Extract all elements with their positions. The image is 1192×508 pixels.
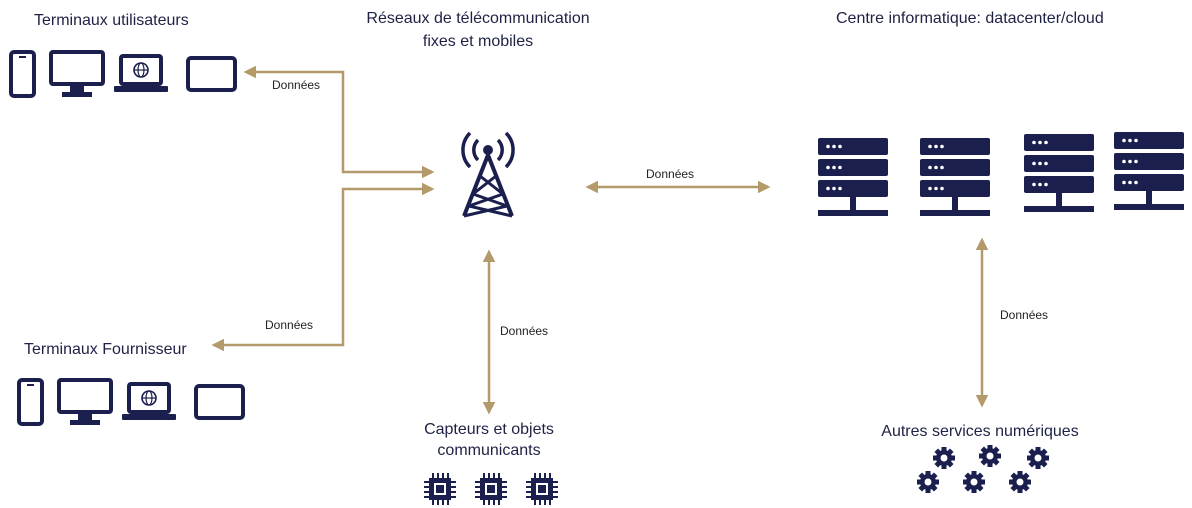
datacenter-title: Centre informatique: datacenter/cloud bbox=[836, 10, 1104, 27]
tablet-icon bbox=[194, 384, 245, 420]
gear-icon bbox=[979, 445, 1001, 467]
server-stack-icon bbox=[1114, 132, 1184, 210]
gear-icon bbox=[963, 471, 985, 493]
users-title: Terminaux utilisateurs bbox=[34, 12, 189, 29]
network-title-line2: fixes et mobiles bbox=[422, 33, 534, 50]
services-gears bbox=[917, 445, 1049, 493]
laptop-globe-icon bbox=[122, 382, 176, 420]
tablet-icon bbox=[186, 56, 237, 92]
supplier-link-arrow bbox=[211, 182, 435, 352]
laptop-globe-icon bbox=[114, 54, 168, 92]
supplier-devices bbox=[17, 378, 245, 426]
supplier-link-label: Données bbox=[265, 318, 314, 332]
datacenter-servers bbox=[818, 132, 1184, 216]
microchip-icon bbox=[526, 473, 558, 505]
gear-icon bbox=[933, 447, 955, 469]
users-devices bbox=[9, 50, 237, 98]
gear-icon bbox=[1009, 471, 1031, 493]
sensors-chips bbox=[424, 473, 558, 505]
gear-icon bbox=[917, 471, 939, 493]
server-stack-icon bbox=[920, 138, 990, 216]
server-stack-icon bbox=[1024, 134, 1094, 212]
microchip-icon bbox=[424, 473, 456, 505]
microchip-icon bbox=[475, 473, 507, 505]
network-title-line1: Réseaux de télécommunication bbox=[366, 10, 590, 27]
smartphone-icon bbox=[9, 50, 36, 98]
gear-icon bbox=[1027, 447, 1049, 469]
datacenter-link-label: Données bbox=[646, 167, 695, 181]
desktop-monitor-icon bbox=[49, 50, 105, 97]
services-title: Autres services numériques bbox=[881, 423, 1079, 440]
sensors-link-label: Données bbox=[500, 324, 549, 338]
users-link-label: Données bbox=[272, 78, 321, 92]
users-link-arrow bbox=[243, 65, 435, 179]
services-link-label: Données bbox=[1000, 308, 1049, 322]
sensors-title-line2: communicants bbox=[437, 442, 541, 459]
sensors-title-line1: Capteurs et objets bbox=[424, 421, 554, 438]
supplier-title: Terminaux Fournisseur bbox=[24, 341, 187, 358]
cell-tower-icon bbox=[461, 131, 515, 218]
server-stack-icon bbox=[818, 138, 888, 216]
desktop-monitor-icon bbox=[57, 378, 113, 425]
smartphone-icon bbox=[17, 378, 44, 426]
